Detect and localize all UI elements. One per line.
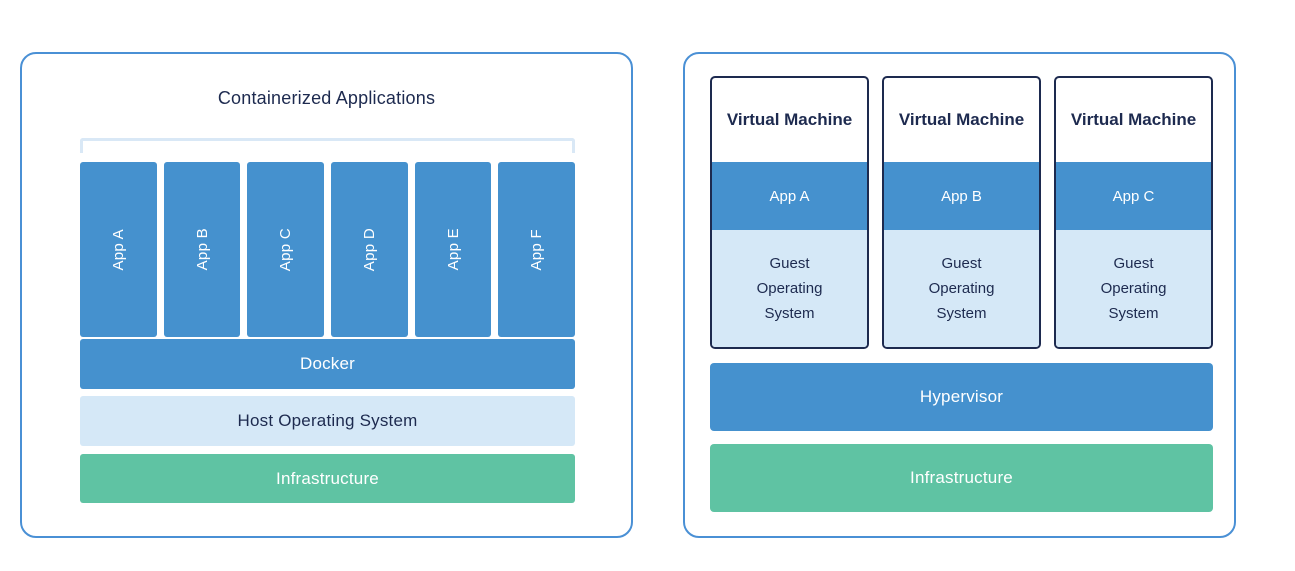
vm-1-title: Virtual Machine	[726, 110, 853, 129]
vm-2-guest-os: Guest Operating System	[884, 230, 1039, 347]
app-d-label: App D	[360, 227, 378, 272]
app-a-column: App A	[80, 162, 157, 337]
vm-2-title: Virtual Machine	[898, 110, 1025, 129]
docker-layer: Docker	[80, 339, 575, 389]
app-b-column: App B	[163, 162, 241, 337]
app-e-label: App E	[444, 228, 462, 271]
virtual-machines-panel: Virtual Machine App A Guest Operating Sy…	[683, 52, 1236, 538]
app-d-column: App D	[331, 162, 408, 337]
app-b-label: App B	[193, 228, 211, 271]
vm-2-app: App B	[884, 162, 1039, 230]
vm-1-guest-os-label: Guest Operating System	[756, 255, 823, 322]
app-e-column: App E	[414, 162, 492, 337]
hypervisor-layer: Hypervisor	[710, 363, 1213, 431]
vm-row: Virtual Machine App A Guest Operating Sy…	[710, 76, 1213, 349]
vm-3-app: App C	[1056, 162, 1211, 230]
infrastructure-layer-right: Infrastructure	[710, 444, 1213, 512]
vm-1-app: App A	[712, 162, 867, 230]
vm-box-3: Virtual Machine App C Guest Operating Sy…	[1054, 76, 1213, 349]
vm-box-2: Virtual Machine App B Guest Operating Sy…	[882, 76, 1041, 349]
app-f-column: App F	[498, 162, 576, 337]
infrastructure-layer-left: Infrastructure	[80, 454, 575, 503]
host-os-layer: Host Operating System	[80, 396, 575, 446]
app-a-label: App A	[109, 228, 127, 271]
app-c-label: App C	[277, 227, 295, 272]
apps-group-bracket	[80, 138, 575, 153]
app-columns: App A App B App C App D App E App F	[80, 162, 576, 337]
containerized-applications-panel: Containerized Applications App A App B A…	[20, 52, 633, 538]
vm-3-guest-os-label: Guest Operating System	[1100, 255, 1167, 322]
app-f-label: App F	[528, 228, 546, 271]
vm-3-title: Virtual Machine	[1070, 110, 1197, 129]
vm-2-guest-os-label: Guest Operating System	[928, 255, 995, 322]
vm-1-guest-os: Guest Operating System	[712, 230, 867, 347]
app-c-column: App C	[247, 162, 325, 337]
vm-box-1: Virtual Machine App A Guest Operating Sy…	[710, 76, 869, 349]
vm-3-guest-os: Guest Operating System	[1056, 230, 1211, 347]
left-panel-title: Containerized Applications	[217, 88, 436, 108]
